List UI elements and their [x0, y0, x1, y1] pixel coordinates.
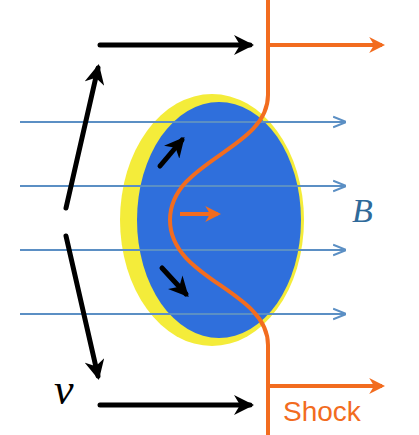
cloud-body: [137, 102, 301, 338]
velocity-arrows: [66, 45, 250, 405]
field-label: B: [352, 194, 373, 228]
velocity-label: v: [54, 368, 74, 412]
shock-label: Shock: [283, 398, 361, 426]
shock-front: [170, 0, 382, 435]
cloud-rim: [120, 94, 304, 346]
field-lines: [20, 122, 345, 314]
